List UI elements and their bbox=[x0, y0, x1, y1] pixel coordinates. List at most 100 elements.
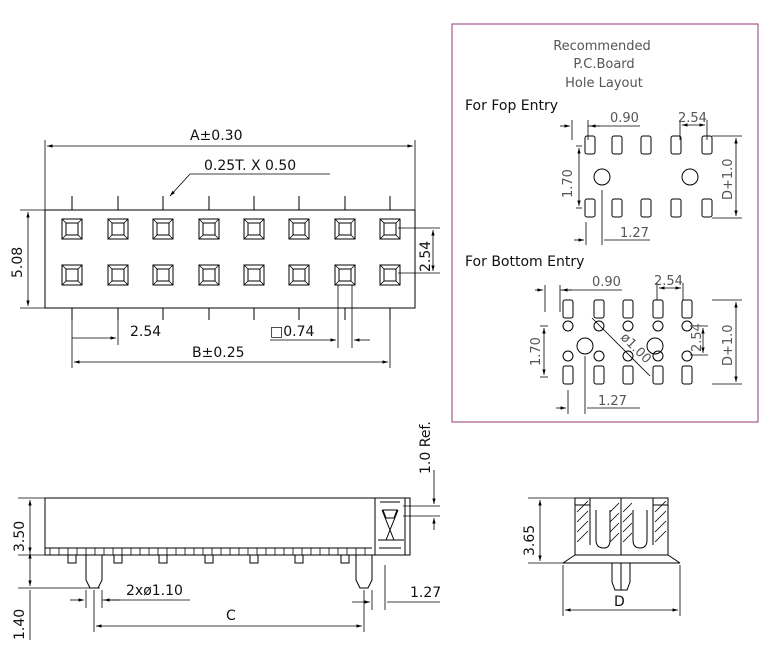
socket-bevel bbox=[61, 234, 67, 240]
socket bbox=[107, 264, 129, 286]
pcb-slot-bottom-row bbox=[622, 365, 634, 385]
socket-bevel bbox=[288, 280, 294, 286]
pcb-slot-bottom-row bbox=[611, 198, 623, 218]
socket-bevel bbox=[123, 280, 129, 286]
socket bbox=[152, 264, 174, 286]
contact-cutaway bbox=[374, 498, 406, 555]
top-entry-holes bbox=[584, 135, 713, 218]
socket-bevel bbox=[61, 264, 67, 270]
top-entry-label: For Fop Entry bbox=[465, 98, 558, 114]
socket-bevel bbox=[77, 234, 83, 240]
socket-inner bbox=[292, 268, 306, 282]
pcb-slot-top-row bbox=[681, 299, 693, 319]
side-pin-tail bbox=[249, 554, 259, 564]
socket bbox=[61, 264, 83, 286]
socket-inner bbox=[338, 222, 352, 236]
top-dim-127: 1.27 bbox=[620, 226, 649, 241]
pcb-layout-panel: Recommended P.C.Board Hole Layout For Fo… bbox=[451, 23, 759, 423]
socket-bevel bbox=[379, 218, 385, 224]
socket-bevel bbox=[304, 264, 310, 270]
socket-bevel bbox=[107, 218, 113, 224]
socket-bevel bbox=[243, 264, 249, 270]
socket-bevel bbox=[304, 218, 310, 224]
socket-bevel bbox=[350, 234, 356, 240]
socket-inner bbox=[156, 222, 170, 236]
socket-bevel bbox=[350, 218, 356, 224]
socket-inner bbox=[383, 268, 397, 282]
socket-bevel bbox=[152, 234, 158, 240]
pcb-slot-bottom-row bbox=[562, 365, 574, 385]
side-pin-tails bbox=[49, 548, 366, 564]
side-pin-tail bbox=[340, 554, 350, 564]
top-view: A±0.30 0.25T. X 0.50 5.08 2.54 2.54 □0.7… bbox=[10, 128, 440, 368]
dim-pin-label: 0.25T. X 0.50 bbox=[204, 158, 296, 174]
socket-bevel bbox=[123, 234, 129, 240]
dim-post-label: 2xø1.10 bbox=[126, 583, 183, 599]
dim-row-pitch-label: 2.54 bbox=[418, 241, 434, 272]
socket-inner bbox=[383, 222, 397, 236]
socket-bevel bbox=[304, 280, 310, 286]
socket-inner bbox=[65, 268, 79, 282]
side-pin-tail bbox=[204, 554, 214, 564]
bottom-locating-hole-left bbox=[576, 337, 594, 355]
side-view: 1.0 Ref. 3.50 1.40 2xø1.10 1.27 C bbox=[12, 421, 441, 640]
socket-bevel bbox=[198, 234, 204, 240]
connector-body-top bbox=[44, 209, 416, 309]
dim-pitch-label: 2.54 bbox=[130, 324, 161, 340]
socket-bevel bbox=[198, 280, 204, 286]
top-dim-090: 0.90 bbox=[610, 111, 639, 126]
socket-bevel bbox=[152, 280, 158, 286]
socket-bevel bbox=[107, 280, 113, 286]
socket-bevel bbox=[395, 234, 401, 240]
socket-bevel bbox=[288, 234, 294, 240]
pcb-round-hole bbox=[622, 350, 634, 362]
socket-bevel bbox=[350, 264, 356, 270]
socket-bevel bbox=[214, 280, 220, 286]
socket-bevel bbox=[334, 280, 340, 286]
pcb-round-hole bbox=[652, 320, 664, 332]
dim-side-127-label: 1.27 bbox=[410, 585, 441, 601]
socket-bevel bbox=[334, 218, 340, 224]
pcb-slot-top-row bbox=[562, 299, 574, 319]
locating-hole-left bbox=[593, 168, 611, 186]
socket-bevel bbox=[168, 264, 174, 270]
socket-bevel bbox=[243, 218, 249, 224]
socket-bevel bbox=[152, 218, 158, 224]
pcb-slot-bottom-row bbox=[640, 198, 652, 218]
socket-bevel bbox=[61, 280, 67, 286]
socket bbox=[334, 264, 356, 286]
socket-inner bbox=[292, 222, 306, 236]
socket-bevel bbox=[123, 218, 129, 224]
socket bbox=[379, 264, 401, 286]
top-dim-d: D+1.0 bbox=[721, 158, 736, 200]
socket-bevel bbox=[259, 234, 265, 240]
socket-bevel bbox=[214, 264, 220, 270]
socket bbox=[198, 264, 220, 286]
socket bbox=[198, 218, 220, 240]
side-pin-tail bbox=[67, 554, 77, 564]
pcb-slot-bottom-row bbox=[593, 365, 605, 385]
locating-post-right bbox=[355, 555, 373, 589]
socket-bevel bbox=[77, 264, 83, 270]
socket-bevel bbox=[379, 280, 385, 286]
socket-bevel bbox=[243, 280, 249, 286]
socket-bevel bbox=[288, 264, 294, 270]
dim-d-label: D bbox=[614, 594, 625, 610]
socket bbox=[61, 218, 83, 240]
socket-bevel bbox=[168, 280, 174, 286]
socket-bevel bbox=[259, 280, 265, 286]
socket-bevel bbox=[379, 234, 385, 240]
dim-square-label: □0.74 bbox=[270, 324, 314, 340]
top-dim-254: 2.54 bbox=[678, 111, 707, 126]
socket-bevel bbox=[379, 264, 385, 270]
side-pin-tail bbox=[294, 554, 304, 564]
socket-bevel bbox=[304, 234, 310, 240]
top-dim-170: 1.70 bbox=[561, 169, 576, 198]
end-view: 3.65 D bbox=[522, 497, 681, 616]
pcb-layout-border bbox=[451, 23, 759, 423]
socket-bevel bbox=[198, 264, 204, 270]
locating-hole-right bbox=[681, 168, 699, 186]
pcb-round-hole bbox=[593, 350, 605, 362]
socket bbox=[379, 218, 401, 240]
